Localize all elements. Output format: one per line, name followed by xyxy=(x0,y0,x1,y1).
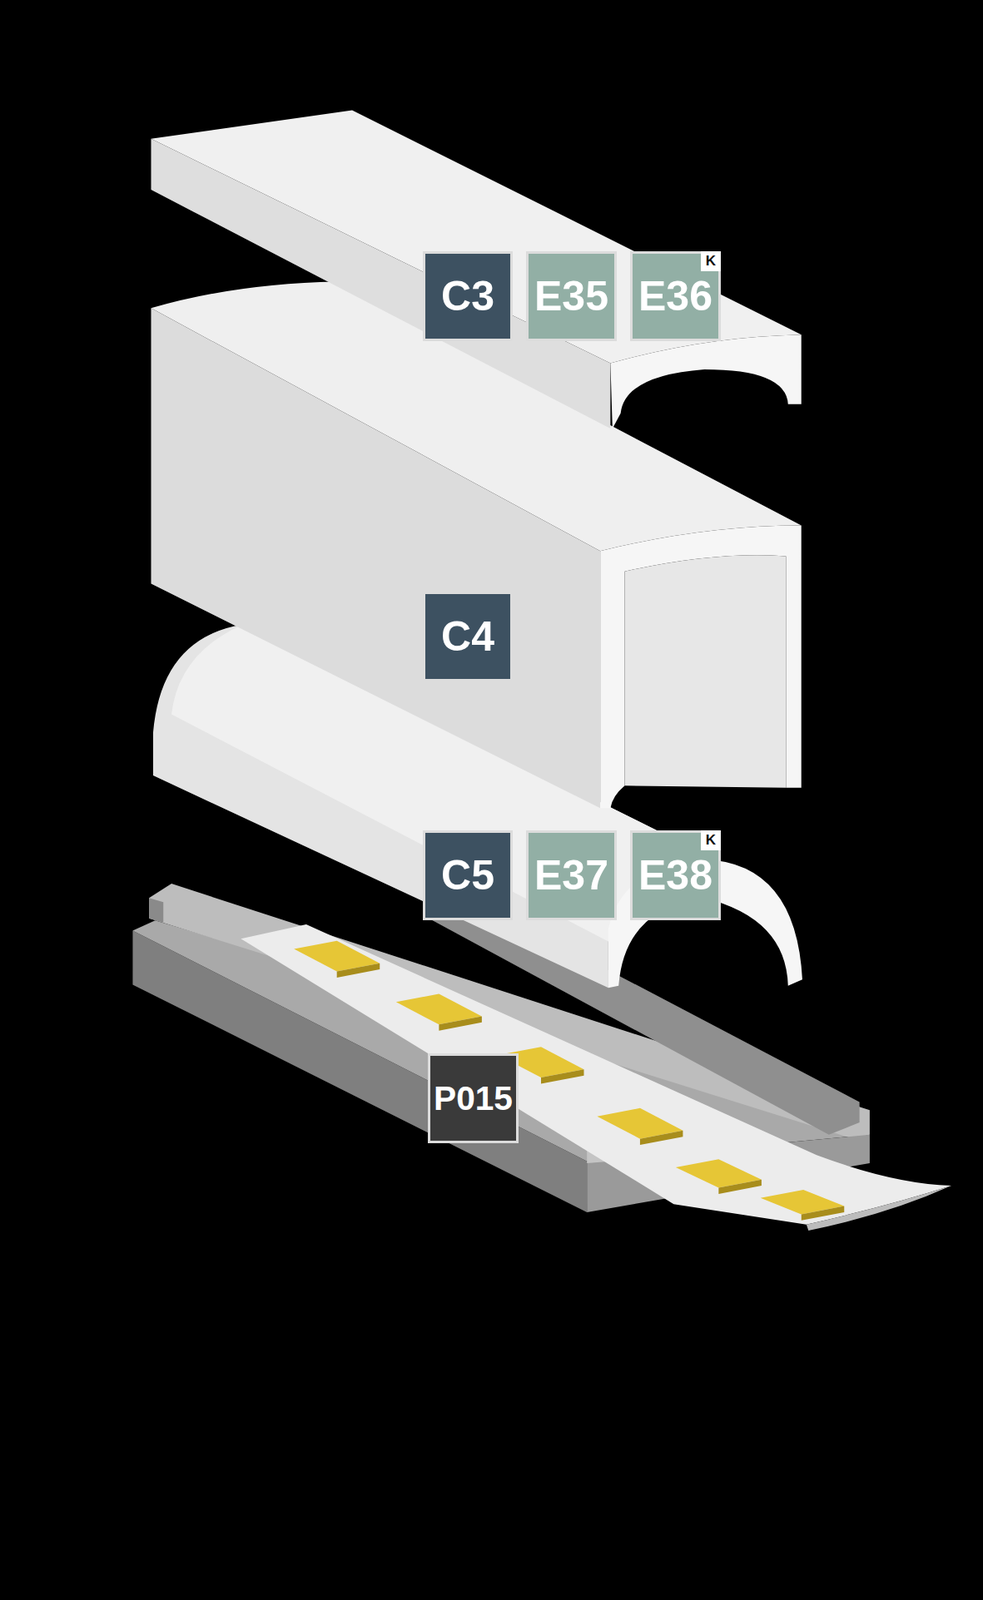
code-badge: C4 xyxy=(422,591,513,682)
badge-code: C4 xyxy=(441,615,495,658)
code-badge: E38 K xyxy=(630,830,721,921)
box-cover xyxy=(151,281,802,809)
badge-code: P015 xyxy=(433,1082,513,1117)
corner-mark: K xyxy=(700,251,721,272)
badge-code: E38 xyxy=(638,854,713,897)
code-badge: C5 xyxy=(422,830,513,921)
corner-mark: K xyxy=(700,830,721,851)
led-chip xyxy=(293,941,844,1222)
badge-code: C5 xyxy=(441,854,495,897)
code-badge: E36 K xyxy=(630,251,721,342)
flat-cover xyxy=(151,109,802,429)
badge-code: E37 xyxy=(534,854,609,897)
profile-badge: P015 xyxy=(427,1053,519,1144)
code-badge: E35 xyxy=(526,251,617,342)
badge-code: C3 xyxy=(441,275,495,318)
badge-code: E36 xyxy=(638,275,713,318)
badge-code: E35 xyxy=(534,275,609,318)
code-badge: C3 xyxy=(422,251,513,342)
code-badge: E37 xyxy=(526,830,617,921)
